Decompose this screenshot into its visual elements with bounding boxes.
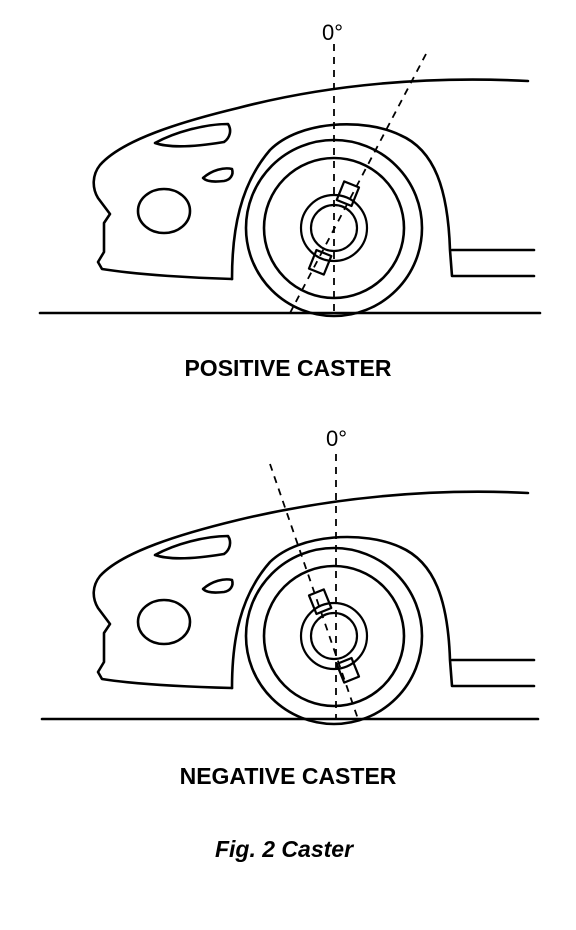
headlight <box>153 534 232 560</box>
positive-caster-caption: POSITIVE CASTER <box>184 355 392 381</box>
fog-lamp <box>136 598 192 646</box>
hub <box>299 193 369 263</box>
figure-caption: Fig. 2 Caster <box>214 836 354 862</box>
rim <box>262 564 406 708</box>
side-lamp <box>201 578 234 594</box>
hub <box>299 601 369 671</box>
hub-cap <box>309 611 359 661</box>
negative-caster-drawing <box>40 454 540 726</box>
wheel-arch <box>230 535 536 690</box>
zero-degree-label: 0° <box>326 426 348 451</box>
zero-degree-label: 0° <box>322 20 344 45</box>
fog-lamp <box>136 187 192 235</box>
side-lamp <box>201 167 234 183</box>
positive-caster-drawing <box>38 44 542 318</box>
steering-axis-line <box>269 463 359 720</box>
headlight <box>153 122 232 148</box>
car-body-outline <box>92 78 530 281</box>
tire-outer <box>244 546 424 726</box>
steering-axis-bracket <box>307 588 361 684</box>
steering-axis-line <box>289 53 427 314</box>
wheel-arch <box>230 123 536 281</box>
negative-caster-caption: NEGATIVE CASTER <box>179 763 397 789</box>
car-body-outline <box>92 490 530 690</box>
steering-axis-bracket <box>307 180 361 276</box>
